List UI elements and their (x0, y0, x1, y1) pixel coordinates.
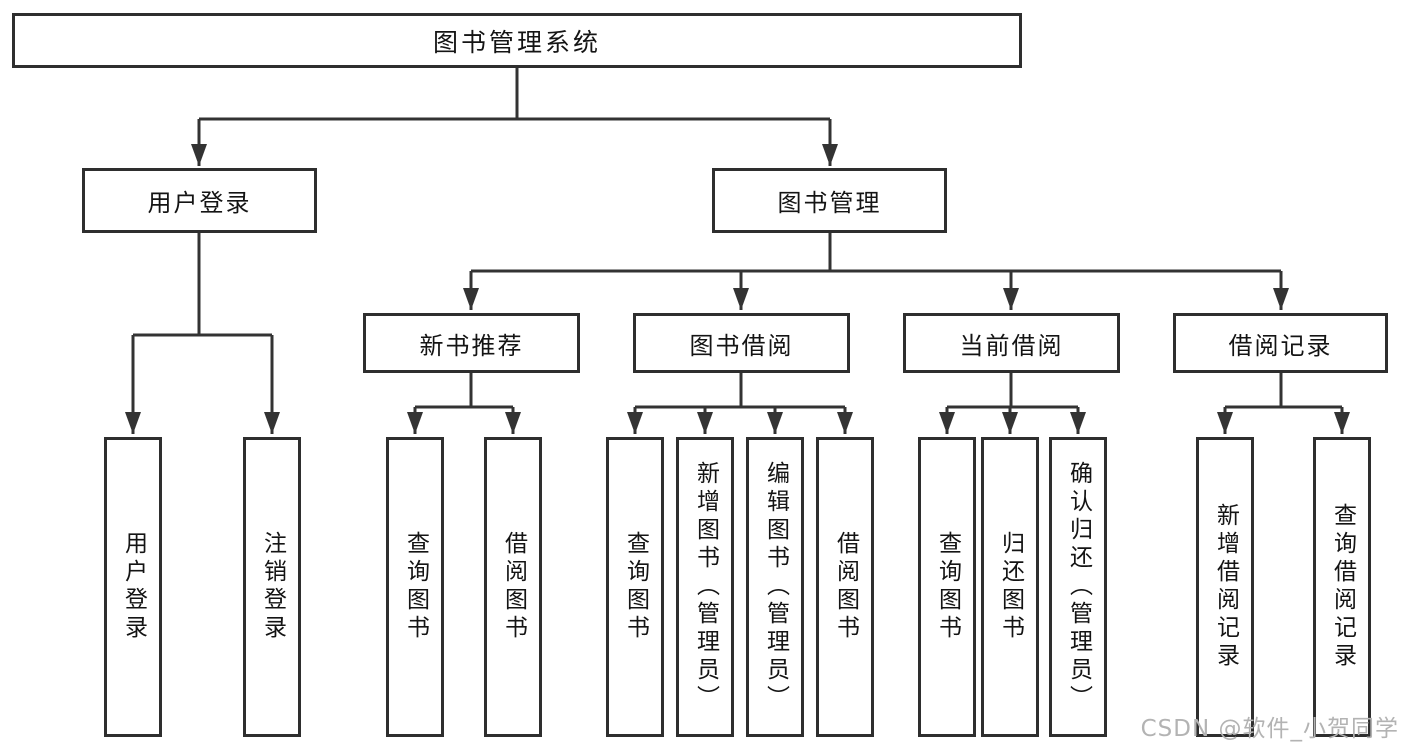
csdn-watermark: CSDN @软件_小贺同学 (1140, 716, 1399, 742)
leaf-logout: 注销登录 (243, 437, 301, 737)
leaf-label: 查询图书 (402, 531, 429, 643)
leaf-label: 新增借阅记录 (1212, 503, 1239, 671)
leaf-cb-return-books: 归还图书 (981, 437, 1039, 737)
leaf-bb-add-books-admin: 新增图书（管理员） (676, 437, 734, 737)
leaf-label: 确认归还（管理员） (1065, 461, 1092, 713)
leaf-label: 借阅图书 (832, 531, 859, 643)
leaf-bb-borrow-books: 借阅图书 (816, 437, 874, 737)
leaf-label: 查询图书 (934, 531, 961, 643)
leaf-label: 查询图书 (622, 531, 649, 643)
node-new-book-recommend: 新书推荐 (363, 313, 580, 373)
node-book-management: 图书管理 (712, 168, 947, 233)
edge-root-feed (199, 68, 830, 121)
edge-current-borrow-feed (947, 373, 1078, 409)
leaf-label: 归还图书 (997, 531, 1024, 643)
leaf-label: 注销登录 (259, 531, 286, 643)
node-borrowing-records: 借阅记录 (1173, 313, 1388, 373)
leaf-cb-confirm-return-admin: 确认归还（管理员） (1049, 437, 1107, 737)
leaf-nb-borrow-books: 借阅图书 (484, 437, 542, 737)
leaf-label: 用户登录 (120, 531, 147, 643)
leaf-bb-edit-books-admin: 编辑图书（管理员） (746, 437, 804, 737)
leaf-label: 借阅图书 (500, 531, 527, 643)
edge-book-mgmt-feed (471, 233, 1281, 273)
leaf-cb-query-books: 查询图书 (918, 437, 976, 737)
node-library-system: 图书管理系统 (12, 13, 1022, 68)
node-user-login: 用户登录 (82, 168, 317, 233)
edge-new-book-feed (415, 373, 513, 409)
edge-borrow-record-feed (1225, 373, 1342, 409)
leaf-user-login: 用户登录 (104, 437, 162, 737)
node-book-borrowing: 图书借阅 (633, 313, 850, 373)
leaf-br-query-record: 查询借阅记录 (1313, 437, 1371, 737)
leaf-bb-query-books: 查询图书 (606, 437, 664, 737)
edge-book-borrow-feed (635, 373, 845, 409)
leaf-br-add-record: 新增借阅记录 (1196, 437, 1254, 737)
leaf-nb-query-books: 查询图书 (386, 437, 444, 737)
edge-user-login-feed (133, 233, 272, 337)
node-current-borrowing: 当前借阅 (903, 313, 1120, 373)
leaf-label: 新增图书（管理员） (692, 461, 719, 713)
leaf-label: 查询借阅记录 (1329, 503, 1356, 671)
leaf-label: 编辑图书（管理员） (762, 461, 789, 713)
